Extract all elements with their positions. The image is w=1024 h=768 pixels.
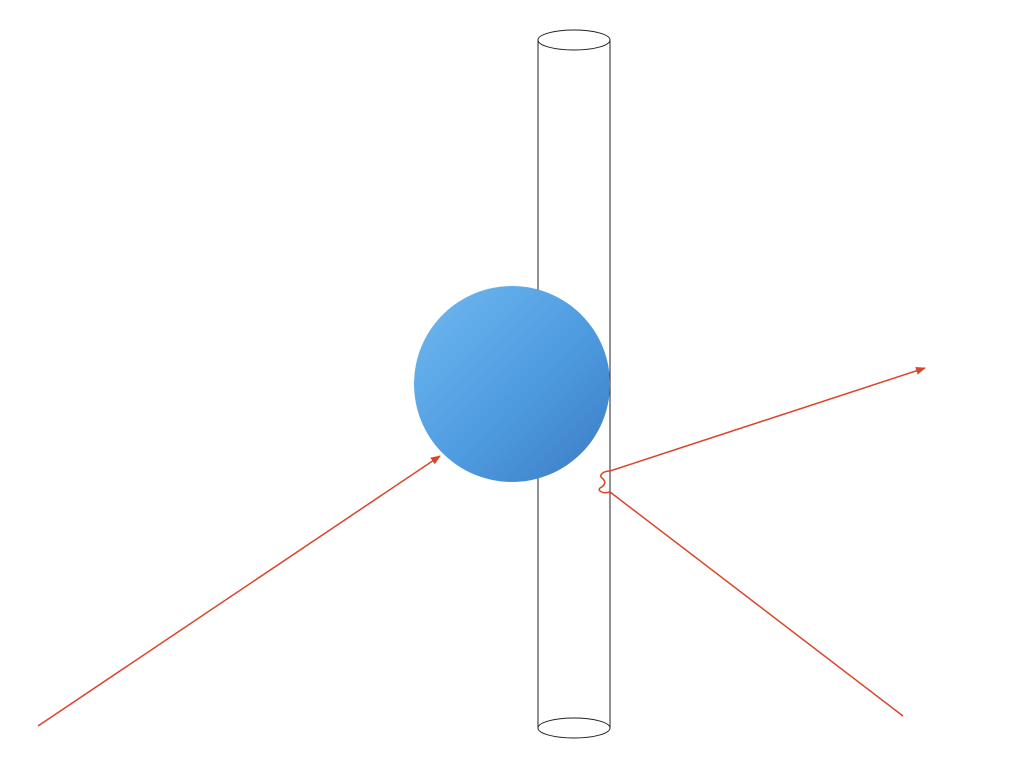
lower-ray xyxy=(609,491,904,717)
sphere xyxy=(414,286,610,482)
kink-loop xyxy=(598,470,611,494)
cylinder-top-ellipse xyxy=(537,29,611,51)
incoming-ray xyxy=(37,455,441,727)
cylinder-bottom-ellipse xyxy=(537,717,611,739)
reflected-ray xyxy=(609,366,926,472)
